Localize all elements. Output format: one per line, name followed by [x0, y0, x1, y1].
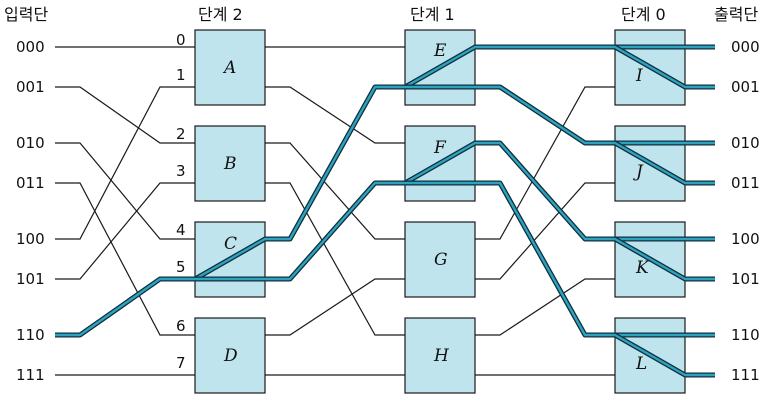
- header-input: 입력단: [4, 5, 48, 24]
- switch-letter: K: [635, 258, 650, 278]
- input-label: 000: [16, 38, 45, 56]
- route-path: [195, 181, 405, 281]
- diagram-labels: 입력단 단계 2 단계 1 단계 0 출력단 000 001 010 011 1…: [4, 5, 760, 384]
- input-label: 001: [16, 78, 45, 96]
- input-label: 110: [16, 326, 45, 344]
- wire-G-to-J-bottom: [475, 182, 615, 280]
- switch-H: [404, 317, 476, 394]
- switch-letter: B: [223, 154, 237, 174]
- output-label: 011: [731, 174, 760, 192]
- header-stage0: 단계 0: [621, 5, 666, 24]
- route-path: [614, 333, 715, 377]
- route-path: [614, 45, 715, 89]
- switch-G: [404, 221, 476, 298]
- port-number: 5: [176, 258, 186, 276]
- switch-letter: J: [633, 162, 644, 182]
- output-label: 100: [731, 230, 760, 248]
- wire-in110-to-C5: [55, 278, 195, 336]
- output-label: 000: [731, 38, 760, 56]
- port-number: 6: [176, 317, 186, 335]
- input-label: 101: [16, 270, 45, 288]
- switch-letter: D: [223, 346, 238, 366]
- route-path: [614, 141, 715, 185]
- wire-B-to-G-top: [265, 142, 405, 240]
- switch-A: [194, 29, 266, 106]
- output-label: 001: [731, 78, 760, 96]
- output-label: 010: [731, 134, 760, 152]
- switch-B: [194, 125, 266, 202]
- switch-letter: F: [433, 138, 447, 158]
- switch-D: [194, 317, 266, 394]
- switch-letter: L: [635, 354, 647, 374]
- highlighted-routes: [55, 44, 715, 378]
- input-label: 111: [16, 366, 45, 384]
- route-path: [55, 45, 715, 337]
- route-path: [405, 181, 715, 337]
- output-label: 110: [731, 326, 760, 344]
- wire-A-to-F-top: [265, 86, 405, 144]
- wire-H-to-K-bottom: [475, 278, 615, 336]
- wire-in100-to-A1: [55, 86, 195, 240]
- wire-in001-to-B2: [55, 86, 195, 144]
- port-number: 0: [176, 31, 186, 49]
- port-number: 4: [176, 221, 186, 239]
- route-path: [404, 141, 715, 241]
- wire-D-to-G-bottom: [265, 278, 405, 336]
- port-number: 3: [176, 162, 186, 180]
- switch-letter: E: [433, 41, 447, 61]
- header-stage1: 단계 1: [410, 5, 455, 24]
- port-number: 7: [176, 354, 186, 372]
- wire-in101-to-B3: [55, 182, 195, 280]
- input-label: 100: [16, 230, 45, 248]
- wire-B-to-H-top: [265, 182, 405, 336]
- input-label: 010: [16, 134, 45, 152]
- port-number: 1: [176, 66, 186, 84]
- switch-boxes: [194, 29, 686, 394]
- output-label: 111: [731, 366, 760, 384]
- route-path: [614, 237, 715, 281]
- wire-G-to-I-bottom: [475, 86, 615, 240]
- port-number: 2: [176, 125, 186, 143]
- wire-in010-to-C4: [55, 142, 195, 240]
- switch-letter: H: [433, 346, 450, 366]
- header-stage2: 단계 2: [198, 5, 243, 24]
- wire-in011-to-D6: [55, 182, 195, 336]
- header-output: 출력단: [714, 5, 758, 24]
- switch-letter: C: [224, 234, 237, 254]
- output-label: 101: [731, 270, 760, 288]
- route-path: [405, 85, 715, 145]
- input-label: 011: [16, 174, 45, 192]
- switch-letter: G: [434, 250, 448, 270]
- switch-letter: A: [222, 58, 236, 78]
- switch-letter: I: [635, 66, 643, 86]
